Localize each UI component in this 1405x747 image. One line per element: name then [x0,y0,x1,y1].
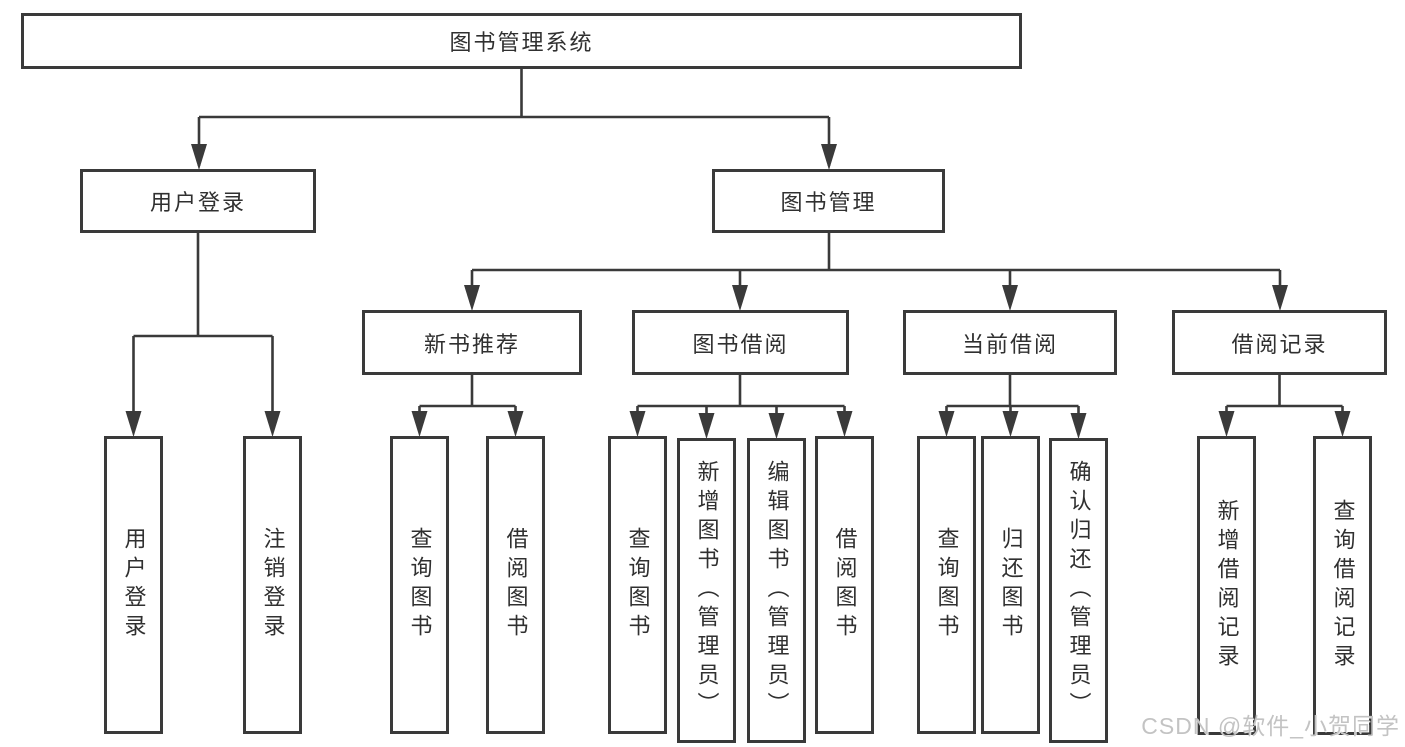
leaf-query-borrow-record: 查询借阅记录 [1313,436,1372,735]
leaf-query-books-borrow: 查询图书 [608,436,667,734]
leaf-borrow-books-recommend: 借阅图书 [486,436,545,734]
connector-root-to-level2 [191,67,837,170]
node-root-system: 图书管理系统 [21,13,1022,69]
leaf-edit-book-admin: 编辑图书（管理员） [747,438,806,743]
node-user-login-module: 用户登录 [80,169,316,233]
connector-bookmgmt-to-level3 [464,233,1288,311]
leaf-add-book-admin: 新增图书（管理员） [677,438,736,743]
leaf-confirm-return-admin: 确认归还（管理员） [1049,438,1108,743]
connector-currentborrow-to-leaves [938,375,1087,439]
connector-bookborrow-to-leaves [629,375,853,439]
leaf-logout: 注销登录 [243,436,302,734]
node-book-borrow: 图书借阅 [632,310,849,375]
leaf-borrow-book: 借阅图书 [815,436,874,734]
connector-borrowrecords-to-leaves [1218,375,1351,437]
leaf-query-books-recommend: 查询图书 [390,436,449,734]
leaf-return-book: 归还图书 [981,436,1040,734]
leaf-query-books-current: 查询图书 [917,436,976,734]
node-current-borrow: 当前借阅 [903,310,1117,375]
connector-newbook-to-leaves [411,375,524,437]
csdn-watermark: CSDN @软件_小贺同学 [1141,713,1400,739]
node-borrow-records: 借阅记录 [1172,310,1387,375]
leaf-user-login: 用户登录 [104,436,163,734]
connector-userlogin-to-leaves [125,233,281,437]
leaf-add-borrow-record: 新增借阅记录 [1197,436,1256,735]
node-book-management-module: 图书管理 [712,169,945,233]
node-new-book-recommend: 新书推荐 [362,310,582,375]
